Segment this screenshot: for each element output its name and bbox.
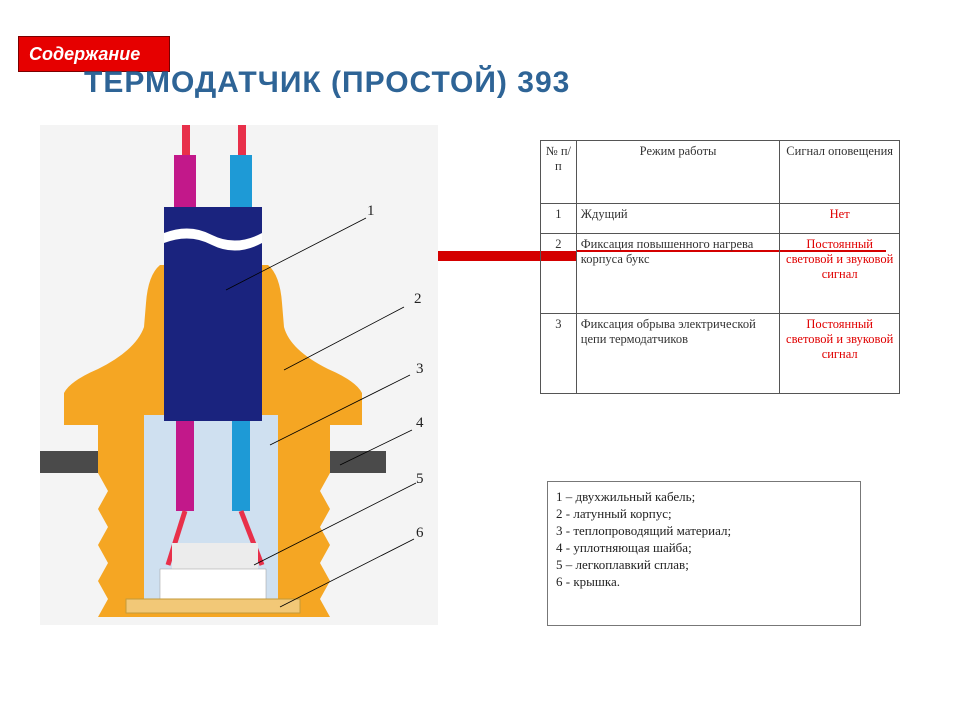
- row-mode: Фиксация повышенного нагрева корпуса бук…: [575, 233, 781, 314]
- header-signal: Сигнал оповещения: [779, 140, 900, 204]
- leader-line-6: [279, 538, 415, 608]
- row-mode: Ждущий: [575, 203, 781, 234]
- leader-line-1: [225, 217, 367, 291]
- parts-legend: 1 – двухжильный кабель; 2 - латунный кор…: [547, 481, 861, 626]
- leader-line-4: [339, 429, 413, 466]
- wire-inner-blue: [232, 421, 250, 511]
- row-signal: Постоянный световой и звуковой сигнал: [779, 233, 900, 314]
- leader-line-2: [283, 306, 405, 371]
- operating-modes-table: № п/п Режим работы Сигнал оповещения 1 Ж…: [540, 140, 900, 394]
- table-row: 3 Фиксация обрыва электрической цепи тер…: [540, 313, 900, 394]
- callout-label-4: 4: [416, 415, 424, 431]
- fusible-alloy: [172, 543, 258, 569]
- legend-item: 6 - крышка.: [556, 574, 621, 589]
- fusible-alloy-pellet: [159, 568, 267, 600]
- legend-item: 3 - теплопроводящий материал;: [556, 523, 732, 538]
- callout-label-1: 1: [367, 203, 375, 219]
- row-number: 2: [540, 233, 577, 314]
- legend-item: 2 - латунный корпус;: [556, 506, 672, 521]
- sealing-washer-left: [40, 451, 98, 473]
- header-number: № п/п: [540, 140, 577, 204]
- table-row: 1 Ждущий Нет: [540, 203, 900, 234]
- wire-insulation-magenta: [174, 155, 196, 207]
- legend-item: 4 - уплотняющая шайба;: [556, 540, 692, 555]
- leader-line-3: [269, 374, 411, 446]
- header-mode: Режим работы: [575, 140, 781, 204]
- content-button[interactable]: Содержание: [18, 36, 170, 72]
- sensor-cross-section-diagram: 1 2 3 4 5 6: [40, 125, 424, 617]
- wire-lead-right: [238, 510, 265, 566]
- wire-inner-magenta: [176, 421, 194, 511]
- cover-cap: [125, 598, 301, 614]
- cable-break-mark: [164, 228, 262, 251]
- callout-label-3: 3: [416, 361, 424, 377]
- page-title: ТЕРМОДАТЧИК (ПРОСТОЙ) 393: [84, 66, 571, 99]
- row-signal: Постоянный световой и звуковой сигнал: [779, 313, 900, 394]
- legend-item: 5 – легкоплавкий сплав;: [556, 557, 689, 572]
- leader-line-5: [253, 482, 417, 566]
- sealing-washer-right: [330, 451, 386, 473]
- wire-top-red-right: [238, 125, 246, 155]
- callout-label-2: 2: [414, 291, 422, 307]
- row-number: 1: [540, 203, 577, 234]
- row-mode: Фиксация обрыва электрической цепи термо…: [575, 313, 781, 394]
- red-pointer-bar: [438, 251, 576, 261]
- legend-item: 1 – двухжильный кабель;: [556, 489, 696, 504]
- row-signal: Нет: [779, 203, 900, 234]
- table-row: 2 Фиксация повышенного нагрева корпуса б…: [540, 233, 900, 314]
- row-number: 3: [540, 313, 577, 394]
- callout-label-6: 6: [416, 525, 424, 541]
- table-header-row: № п/п Режим работы Сигнал оповещения: [540, 140, 900, 204]
- wire-insulation-blue: [230, 155, 252, 207]
- callout-label-5: 5: [416, 471, 424, 487]
- wire-top-red-left: [182, 125, 190, 155]
- wire-lead-left: [165, 510, 188, 566]
